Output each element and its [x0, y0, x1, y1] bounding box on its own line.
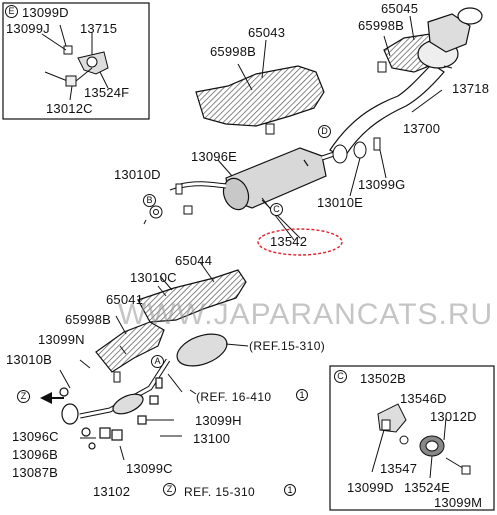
part-13700: 13700 — [403, 121, 441, 136]
callout-c-detail: C — [334, 370, 347, 383]
part-13547: 13547 — [380, 461, 418, 476]
part-65043: 65043 — [248, 25, 286, 40]
part-13099D-e: 13099D — [22, 5, 69, 20]
part-65045: 65045 — [381, 1, 419, 16]
ref-note-2-index: 1 — [296, 389, 308, 401]
ref-note-1: (REF.15-310) — [249, 339, 326, 353]
part-13087B: 13087B — [12, 465, 59, 480]
part-13718: 13718 — [452, 81, 490, 96]
ref-note-3-index: 1 — [284, 484, 296, 496]
highlight-13542 — [257, 228, 343, 256]
callout-d: D — [318, 125, 331, 138]
callout-z-ref: Z — [163, 483, 176, 496]
heat-shield-65043 — [195, 39, 325, 135]
part-13010B: 13010B — [6, 352, 53, 367]
part-13099C: 13099C — [126, 461, 173, 476]
front-pipe-13102 — [59, 333, 228, 450]
part-65044: 65044 — [175, 253, 213, 268]
part-13524F: 13524F — [84, 85, 130, 100]
leader-lines — [59, 285, 249, 461]
detail-c-hanger — [371, 403, 471, 479]
joint-b-parts — [143, 183, 193, 225]
part-65041: 65041 — [106, 292, 144, 307]
part-13715: 13715 — [80, 21, 118, 36]
joint-d-parts — [332, 137, 387, 197]
part-13100: 13100 — [193, 431, 231, 446]
heat-shield-65041 — [95, 315, 165, 383]
tail-pipe-13700 — [329, 7, 483, 159]
ref-note-3: REF. 15-310 — [184, 485, 256, 499]
callout-z: Z — [17, 390, 30, 403]
ref-note-2: (REF. 16-410 — [196, 390, 272, 404]
part-13096B: 13096B — [12, 447, 59, 462]
part-13010C: 13010C — [130, 270, 177, 285]
part-13010E: 13010E — [317, 195, 364, 210]
callout-a: A — [151, 355, 164, 368]
part-13542: 13542 — [270, 234, 308, 249]
detail-frame-e — [2, 2, 150, 120]
part-65998B-right: 65998B — [358, 18, 405, 33]
callout-b: B — [143, 194, 156, 207]
detail-e-hanger — [41, 24, 109, 101]
part-13099N: 13099N — [38, 332, 85, 347]
watermark: WWW.JAPARANCATS.RU — [118, 298, 494, 331]
detail-frame-c — [329, 365, 495, 511]
part-65998B-top: 65998B — [210, 44, 257, 59]
part-13096E: 13096E — [191, 149, 238, 164]
part-13096C: 13096C — [12, 429, 59, 444]
callout-e: E — [5, 5, 18, 18]
part-13524E: 13524E — [404, 480, 451, 495]
part-13099J: 13099J — [6, 21, 50, 36]
heat-shield-65044 — [137, 261, 247, 323]
arrow-z — [40, 392, 52, 404]
part-65998B-left: 65998B — [65, 312, 112, 327]
part-13099M: 13099M — [434, 495, 483, 510]
part-13502B: 13502B — [360, 371, 407, 386]
part-13546D: 13546D — [400, 391, 447, 406]
part-13012D: 13012D — [430, 409, 477, 424]
part-13099H: 13099H — [195, 413, 242, 428]
main-muffler-13542 — [179, 147, 341, 241]
part-13099G: 13099G — [358, 177, 406, 192]
part-13010D: 13010D — [114, 167, 161, 182]
part-13012C: 13012C — [46, 101, 93, 116]
callout-c: C — [270, 203, 283, 216]
part-13099D-c: 13099D — [347, 480, 394, 495]
part-13102: 13102 — [93, 484, 131, 499]
